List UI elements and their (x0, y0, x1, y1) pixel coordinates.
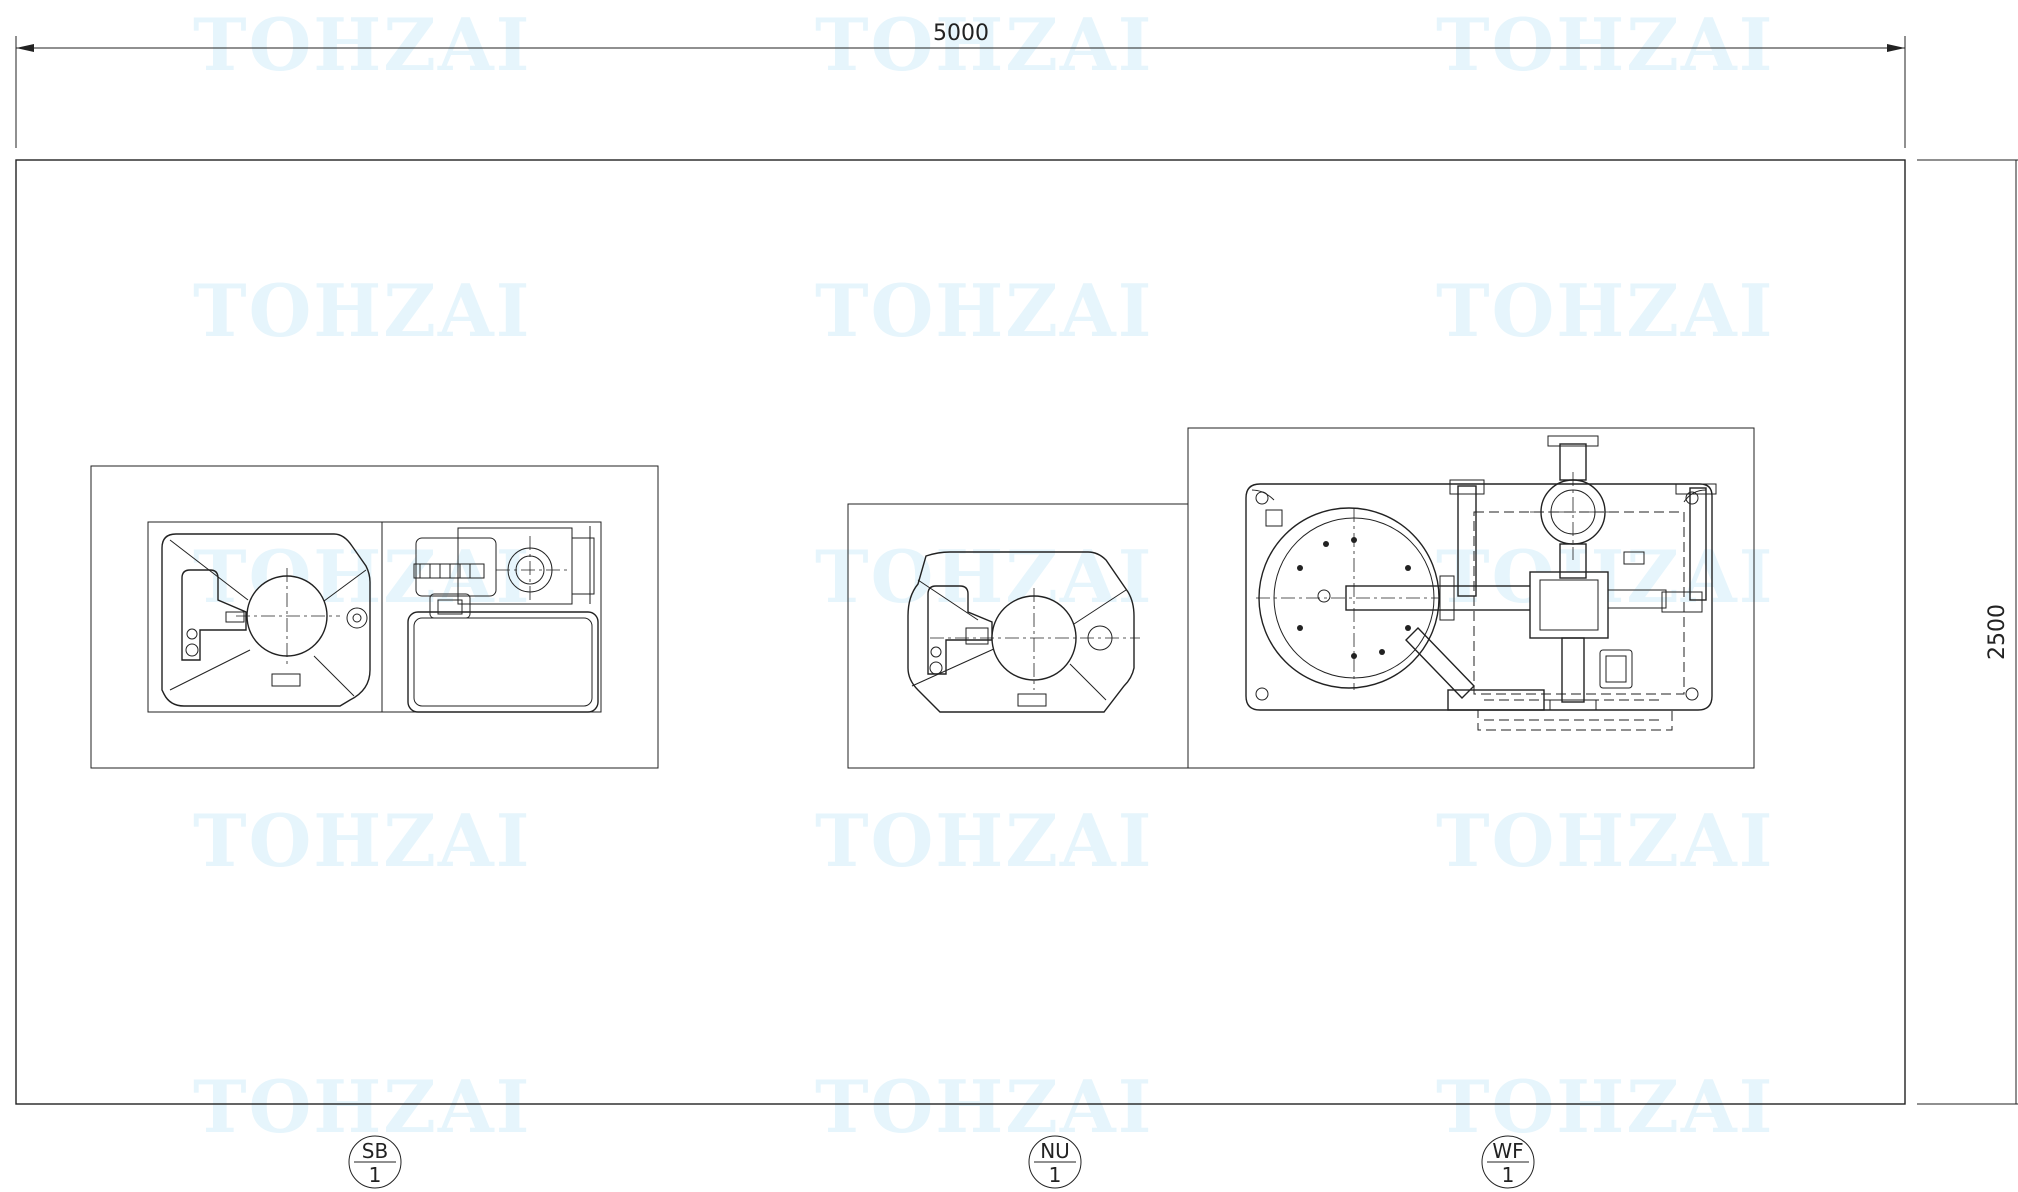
unit-sb-plan (90, 465, 659, 769)
tag-code: SB (362, 1139, 388, 1163)
tag-qty: 1 (1049, 1163, 1062, 1187)
watermark: TOHZAI (815, 2, 1153, 87)
tag-nu: NU 1 (1028, 1135, 1082, 1189)
unit-sb-footprint (90, 465, 659, 769)
height-dimension: 2500 (1917, 159, 2018, 1105)
tag-code: WF (1492, 1139, 1523, 1163)
width-dimension: 5000 (15, 21, 1906, 148)
unit-wf-footprint (1187, 427, 1755, 769)
watermark: TOHZAI (193, 268, 531, 353)
height-dimension-label: 2500 (1985, 604, 2010, 660)
watermark: TOHZAI (815, 1064, 1153, 1149)
unit-wf-plan (1187, 427, 1755, 769)
width-dimension-label: 5000 (933, 21, 989, 46)
room-outline (15, 159, 1906, 1105)
watermark: TOHZAI (1436, 798, 1774, 883)
watermark: TOHZAI (1436, 1064, 1774, 1149)
watermark: TOHZAI (193, 798, 531, 883)
watermark: TOHZAI (193, 1064, 531, 1149)
tag-sb: SB 1 (348, 1135, 402, 1189)
watermark: TOHZAI (815, 534, 1153, 619)
tag-code: NU (1040, 1139, 1070, 1163)
watermark: TOHZAI (1436, 268, 1774, 353)
tag-wf: WF 1 (1481, 1135, 1535, 1189)
tag-qty: 1 (369, 1163, 382, 1187)
watermark: TOHZAI (815, 798, 1153, 883)
watermark: TOHZAI (1436, 2, 1774, 87)
tag-qty: 1 (1502, 1163, 1515, 1187)
watermark: TOHZAI (193, 2, 531, 87)
watermark-layer: TOHZAI TOHZAI TOHZAI TOHZAI TOHZAI TOHZA… (193, 2, 1774, 1149)
watermark: TOHZAI (815, 268, 1153, 353)
watermark: TOHZAI (193, 534, 531, 619)
